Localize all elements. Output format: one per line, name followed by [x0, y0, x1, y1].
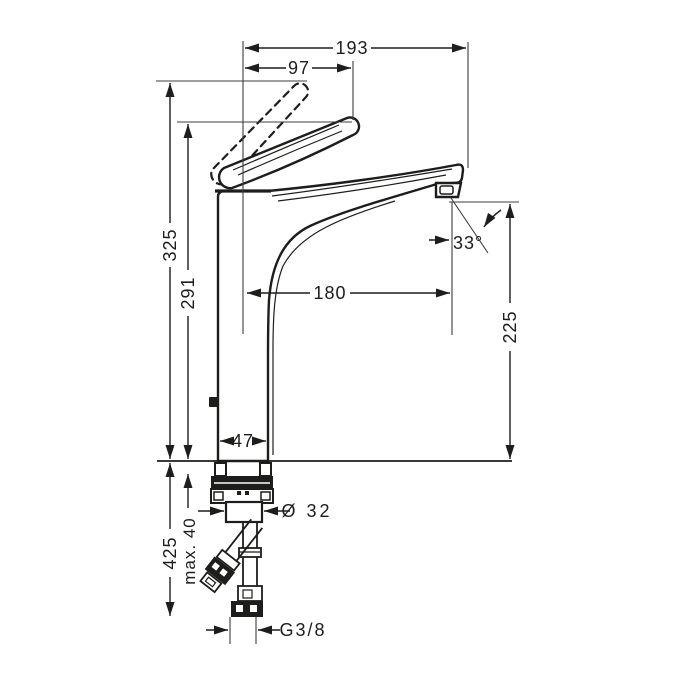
- spout-inner-sweep: [272, 200, 396, 455]
- hose-end-nut: [231, 601, 263, 617]
- dimension-labels: 193 97 325 291 180 225 33° 47 Ø 32 425 m…: [160, 38, 520, 640]
- mount-post-left: [214, 462, 227, 477]
- dim-label-425: 425: [160, 536, 180, 569]
- dimension-lines: [165, 43, 515, 635]
- dim-label-325: 325: [160, 228, 180, 261]
- dimension-angle-33: [429, 209, 502, 245]
- threaded-shank: [224, 500, 264, 524]
- dim-label-47: 47: [232, 431, 254, 451]
- supply-hose-straight: [231, 522, 263, 617]
- handle-inner-line-1: [232, 124, 340, 171]
- dim-label-193: 193: [335, 38, 368, 58]
- supply-hose-angled: [199, 518, 263, 594]
- dim-label-97: 97: [288, 58, 310, 78]
- flange-tab-right: [260, 491, 271, 501]
- dim-label-291: 291: [178, 276, 198, 309]
- handle-inner-line-2: [237, 130, 343, 176]
- popup-knob: [209, 397, 219, 407]
- flange-tab-left: [213, 491, 224, 501]
- faucet-body-spout: [216, 163, 465, 463]
- spout-inner-line-1: [271, 168, 453, 197]
- mount-post-right: [259, 462, 272, 477]
- faucet-outline: [209, 82, 465, 463]
- spout-inner-line-2: [277, 174, 447, 202]
- flange-mark-2: [245, 491, 249, 495]
- dim-label-thread: G3/8: [279, 620, 326, 640]
- dim-label-max-40: max. 40: [180, 517, 199, 584]
- dim-label-shank-dia: Ø 32: [281, 501, 332, 521]
- extension-lines: [156, 41, 519, 644]
- ext-stream-angle: [450, 197, 489, 254]
- aerator-window: [439, 185, 454, 195]
- dim-label-180: 180: [313, 283, 346, 303]
- handle-raised-dashed: [210, 82, 310, 186]
- flange-mark-1: [237, 491, 241, 495]
- dim-label-225: 225: [500, 310, 520, 343]
- dim-label-33deg: 33°: [453, 233, 483, 253]
- mounting-hardware: [199, 462, 274, 617]
